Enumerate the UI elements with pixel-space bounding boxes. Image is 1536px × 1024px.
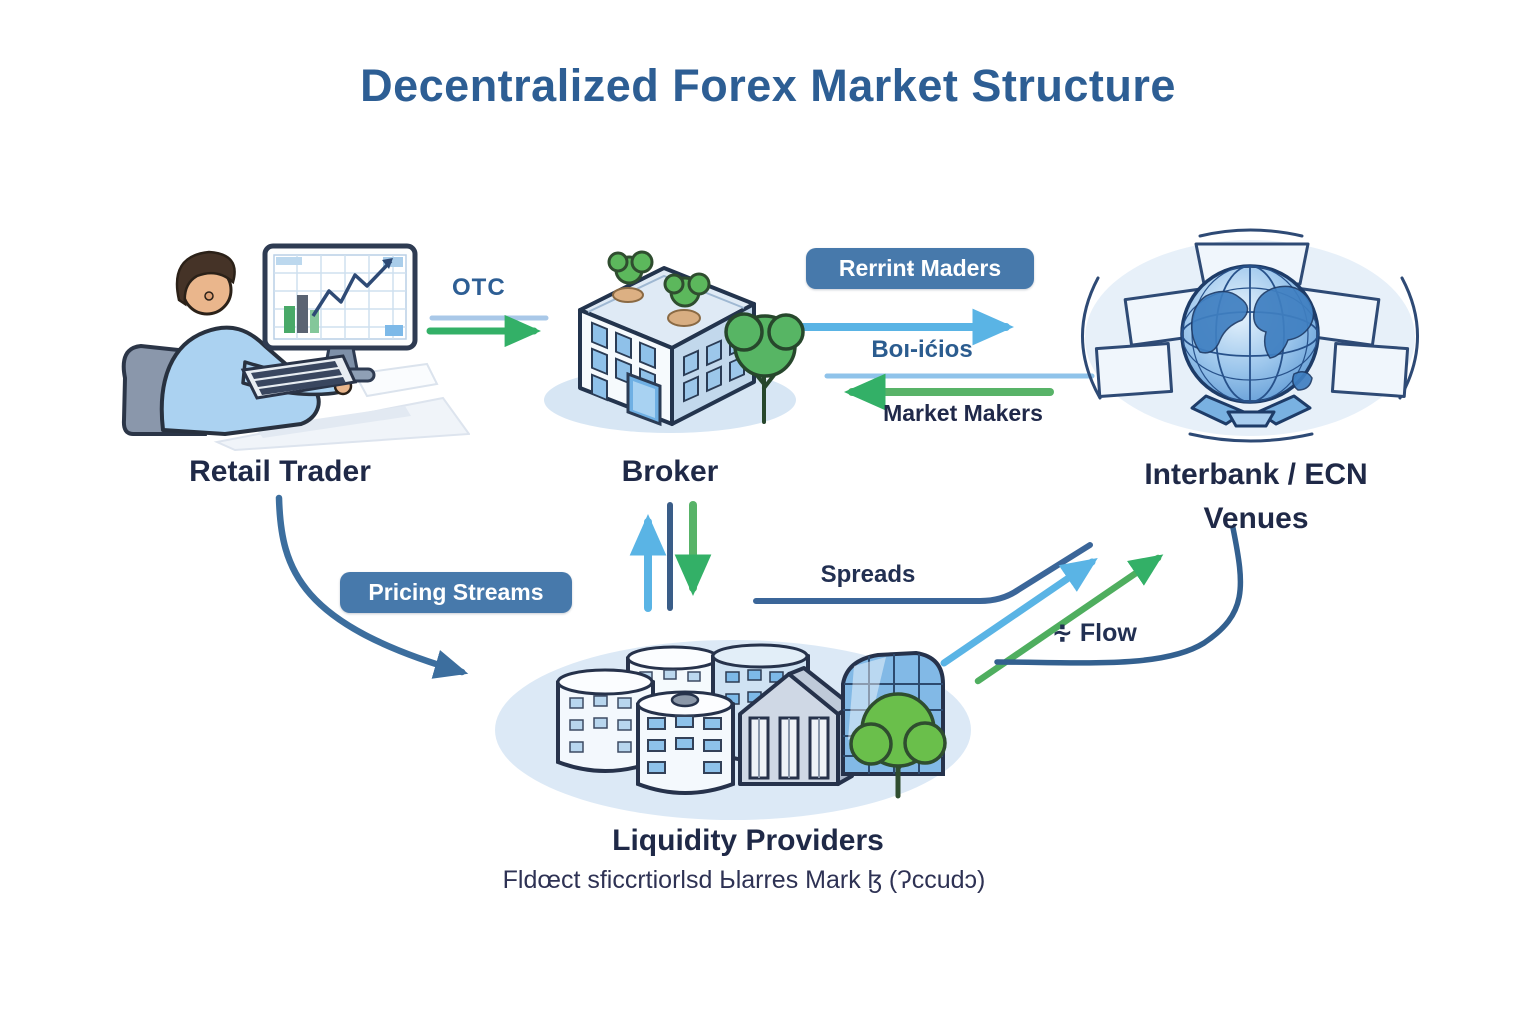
roof-trees [607, 250, 711, 308]
interbank-label-line1: Interbank / ECN [1144, 458, 1368, 491]
interbank-label: Interbank / ECN Venues [1144, 453, 1367, 540]
lp-building-gray-pointed [738, 666, 854, 786]
quoting-badge: Rerrinŧ Maders [806, 248, 1034, 289]
interbank-globe-illustration [1081, 228, 1419, 443]
globe [1180, 264, 1320, 404]
side-tree [724, 312, 805, 424]
liquidity-providers-illustration [495, 640, 971, 820]
retail-trader-illustration [121, 243, 470, 452]
desk [213, 362, 470, 452]
orbit-arcs [1081, 228, 1419, 443]
lp-to-interbank-blue-arrow [940, 558, 1098, 667]
venues-to-flow-curve [994, 525, 1244, 666]
pricing-streams-badge: Pricing Streams [340, 572, 572, 613]
interbank-label-line2: Venues [1203, 501, 1309, 535]
prices-label: Boı-ićios [871, 336, 973, 363]
chart-line [311, 259, 393, 317]
broker-label: Broker [621, 455, 719, 488]
lp-tree [849, 692, 947, 799]
chart-bars [284, 295, 319, 333]
otc-label: OTC [452, 274, 506, 301]
flow-label: ∻ Flow [1052, 619, 1137, 647]
monitor [262, 243, 418, 383]
spreads-line [753, 542, 1093, 604]
continents [1190, 285, 1315, 391]
lp-building-front-cylinder [636, 690, 735, 795]
retail-trader-label: Retail Trader [189, 455, 371, 488]
pedestal [1190, 394, 1312, 428]
keyboard [240, 354, 358, 400]
liquidity-providers-label: Liquidity Providers [612, 824, 884, 857]
spreads-label: Spreads [820, 561, 916, 588]
retail-to-lp-curve-arrow [275, 494, 469, 679]
broker-illustration [544, 250, 805, 433]
market-makers-label: Market Makers [883, 400, 1043, 426]
page-title: Decentralized Forex Market Structure [360, 60, 1176, 111]
liquidity-providers-subtitle: Fldœct sficcrtiorlsd Ьlarres Mark ɮ (Ɂcc… [502, 866, 986, 894]
hair [175, 250, 236, 307]
